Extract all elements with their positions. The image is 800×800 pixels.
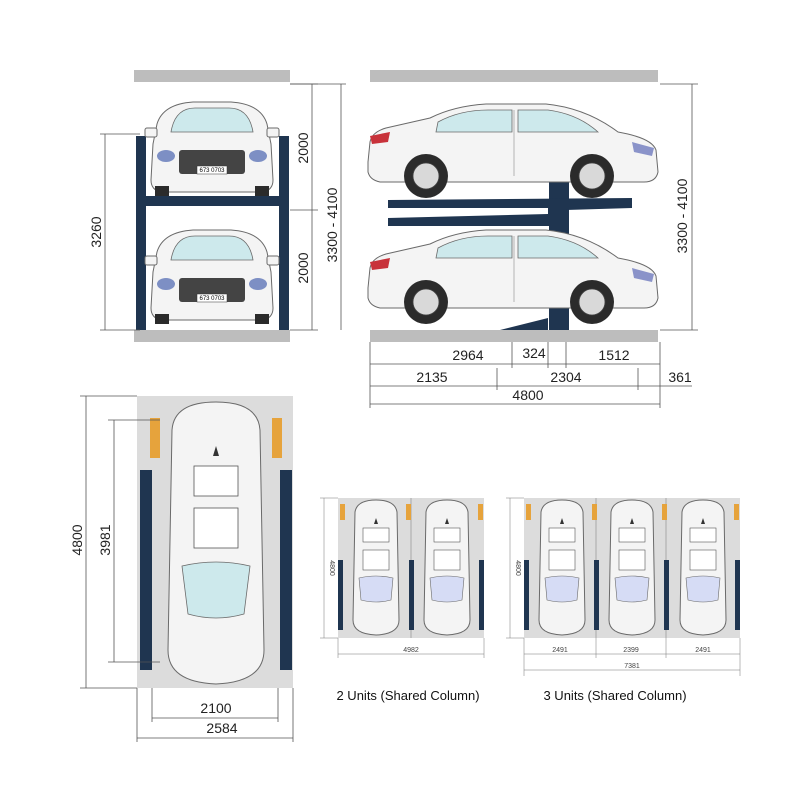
side-ceiling-slab bbox=[370, 70, 658, 82]
three-units-layout: 4800 2491 2399 2491 7381 3 Units (Shared… bbox=[506, 497, 741, 703]
floor-slab bbox=[134, 330, 290, 342]
three-units-w1-label: 2491 bbox=[552, 647, 568, 654]
top-inner-label: 3981 bbox=[97, 524, 113, 555]
side-lower-car bbox=[367, 229, 659, 325]
upper-car bbox=[144, 101, 280, 197]
top-width-total-label: 2584 bbox=[206, 720, 237, 736]
lower-car bbox=[144, 229, 280, 325]
right-post bbox=[279, 136, 289, 330]
side-dim-2304: 2304 bbox=[550, 369, 581, 385]
front-lower-label: 2000 bbox=[295, 252, 311, 283]
front-upper-label: 2000 bbox=[295, 132, 311, 163]
side-range-label: 3300 - 4100 bbox=[674, 178, 690, 253]
side-dim-1512: 1512 bbox=[598, 347, 629, 363]
two-units-width-label: 4982 bbox=[403, 647, 419, 654]
right-accent bbox=[272, 418, 282, 458]
three-units-car-1 bbox=[538, 499, 586, 636]
three-units-height-label: 4800 bbox=[514, 560, 521, 576]
base-brace bbox=[500, 318, 548, 330]
top-length-label: 4800 bbox=[69, 524, 85, 555]
lower-plate: 673 0703 bbox=[199, 296, 225, 302]
two-units-height-label: 4800 bbox=[328, 560, 335, 576]
left-post bbox=[136, 136, 146, 330]
two-units-car-2 bbox=[423, 499, 471, 636]
upper-plate: 673 0703 bbox=[199, 168, 225, 174]
side-view: 3300 - 4100 2964 324 1512 2135 2304 361 … bbox=[367, 70, 698, 408]
top-left-rail bbox=[140, 470, 152, 670]
three-units-car-3 bbox=[679, 499, 727, 636]
side-dim-2964: 2964 bbox=[452, 347, 483, 363]
two-units-layout: 4800 4982 2 Units (Shared Column) bbox=[320, 497, 485, 703]
three-units-w2-label: 2399 bbox=[623, 647, 639, 654]
two-units-caption: 2 Units (Shared Column) bbox=[336, 688, 479, 703]
two-units-car-1 bbox=[352, 499, 400, 636]
top-width-inner-label: 2100 bbox=[200, 700, 231, 716]
three-units-w3-label: 2491 bbox=[695, 647, 711, 654]
side-floor-slab bbox=[370, 330, 658, 342]
side-dim-324: 324 bbox=[522, 345, 546, 361]
three-units-car-2 bbox=[608, 499, 656, 636]
side-dim-2135: 2135 bbox=[416, 369, 447, 385]
upper-platform bbox=[140, 196, 286, 206]
front-range-label: 3300 - 4100 bbox=[324, 187, 340, 262]
ceiling-slab bbox=[134, 70, 290, 82]
three-units-total-label: 7381 bbox=[624, 663, 640, 670]
left-accent bbox=[150, 418, 160, 458]
platform-arm bbox=[388, 198, 632, 226]
side-dim-361: 361 bbox=[668, 369, 692, 385]
front-height-label: 3260 bbox=[88, 216, 104, 247]
side-upper-car bbox=[367, 103, 659, 199]
three-units-caption: 3 Units (Shared Column) bbox=[543, 688, 686, 703]
top-right-rail bbox=[280, 470, 292, 670]
top-car bbox=[167, 401, 265, 685]
front-view: 3260 2000 2000 3300 - 4100 bbox=[88, 70, 346, 342]
side-dim-total: 4800 bbox=[512, 387, 543, 403]
top-view: 4800 3981 2100 2584 bbox=[69, 395, 294, 742]
